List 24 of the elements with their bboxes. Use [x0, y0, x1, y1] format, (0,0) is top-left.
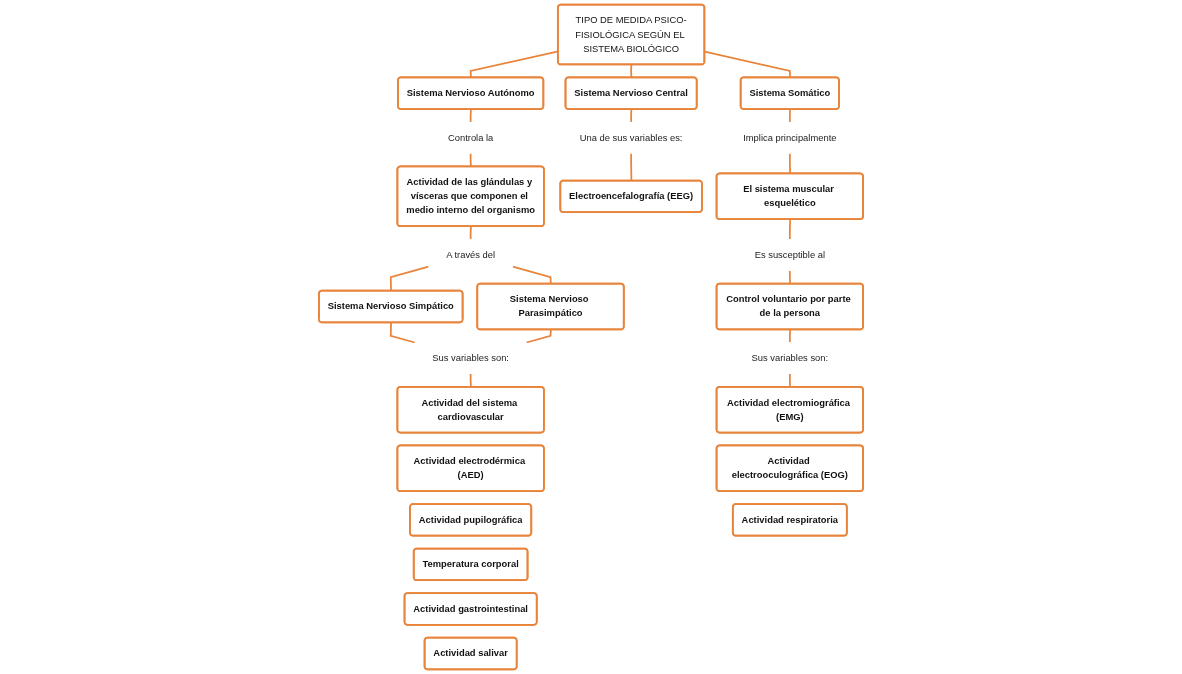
connector — [788, 152, 791, 175]
connector — [525, 328, 552, 344]
node-text: Controla la — [447, 132, 494, 143]
node-text: Implica principalmente — [743, 132, 837, 143]
connector — [389, 321, 416, 344]
connector — [469, 225, 472, 240]
node-text: Es susceptible al — [754, 249, 826, 260]
connector — [788, 108, 791, 123]
node-text: Sus variables son: — [432, 352, 509, 363]
connector — [389, 265, 430, 292]
node-text: A través del — [446, 249, 496, 260]
connector — [630, 63, 633, 79]
connector — [630, 152, 633, 182]
connector — [469, 108, 472, 123]
connector — [469, 373, 472, 388]
connector — [511, 265, 552, 285]
connector — [788, 269, 791, 285]
connector — [788, 328, 791, 344]
connector — [788, 373, 791, 388]
node-text: Sus variables son: — [751, 352, 829, 363]
connector — [469, 152, 472, 168]
connector — [788, 218, 791, 240]
connector — [630, 108, 633, 123]
node-text: Una de sus variables es: — [579, 132, 683, 143]
